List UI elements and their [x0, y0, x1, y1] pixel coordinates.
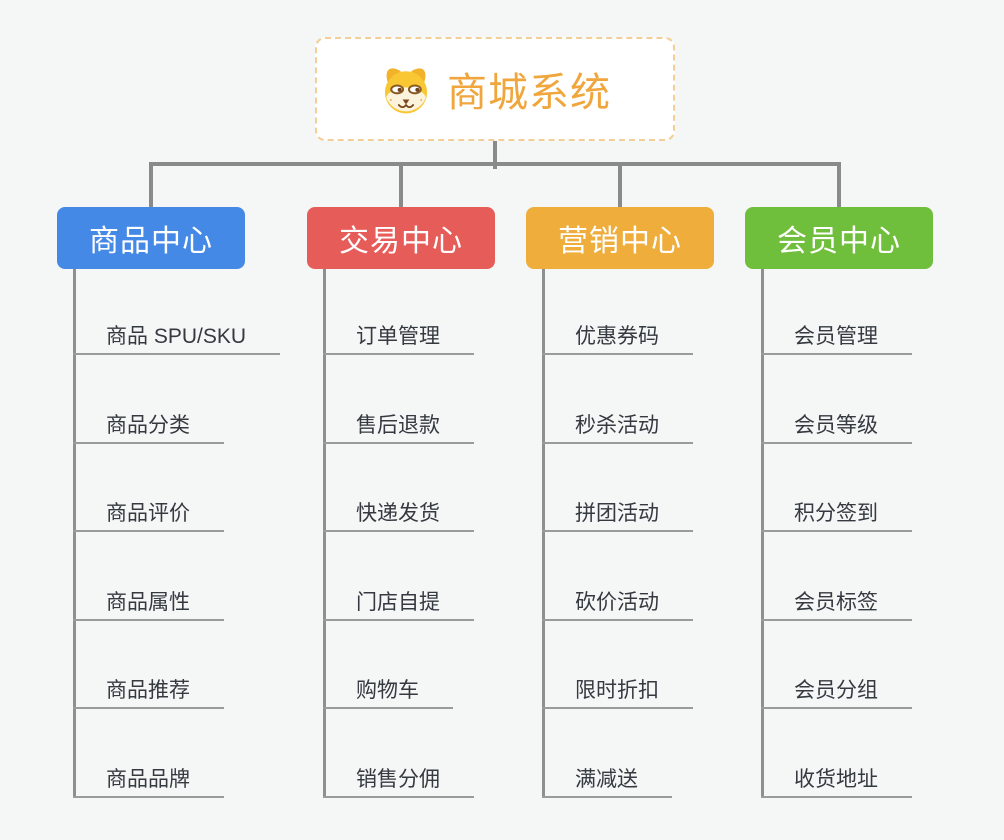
branch-item[interactable]: 拼团活动: [542, 488, 693, 532]
branch-spine: [323, 269, 326, 798]
branch-item[interactable]: 积分签到: [761, 488, 912, 532]
root-connector-stub: [493, 141, 497, 169]
branch-item[interactable]: 订单管理: [323, 311, 474, 355]
dog-face-icon: [384, 68, 428, 114]
branch-item[interactable]: 快递发货: [323, 488, 474, 532]
branch-item[interactable]: 门店自提: [323, 577, 474, 621]
branch-item[interactable]: 会员等级: [761, 400, 912, 444]
branch-product-center: 商品中心 商品 SPU/SKU 商品分类商品评价商品属性商品推荐商品品牌: [57, 207, 307, 798]
branch-item[interactable]: 秒杀活动: [542, 400, 693, 444]
branch-spine: [542, 269, 545, 798]
root-title: 商城系统: [447, 71, 611, 115]
branch-item[interactable]: 商品分类: [73, 400, 224, 444]
branch-item[interactable]: 商品属性: [73, 577, 224, 621]
branch-item[interactable]: 销售分佣: [323, 754, 474, 798]
branch-item[interactable]: 优惠券码: [542, 311, 693, 355]
branch-item[interactable]: 限时折扣: [542, 665, 693, 709]
branch-trade-center: 交易中心 订单管理售后退款快递发货门店自提购物车销售分佣: [307, 207, 557, 798]
trunk-connector: [149, 162, 841, 166]
branch-connector-marketing: [618, 162, 622, 208]
branch-item[interactable]: 满减送: [542, 754, 672, 798]
branch-header-trade[interactable]: 交易中心: [307, 207, 495, 269]
branch-header-member[interactable]: 会员中心: [745, 207, 933, 269]
branch-member-center: 会员中心 会员管理会员等级积分签到会员标签会员分组收货地址: [745, 207, 995, 798]
branch-item[interactable]: 砍价活动: [542, 577, 693, 621]
branch-item[interactable]: 商品 SPU/SKU: [73, 311, 281, 355]
branch-item[interactable]: 商品评价: [73, 488, 224, 532]
branch-item[interactable]: 购物车: [323, 665, 453, 709]
branch-connector-member: [837, 162, 841, 208]
branch-item[interactable]: 会员管理: [761, 311, 912, 355]
branch-item[interactable]: 会员标签: [761, 577, 912, 621]
branch-item[interactable]: 售后退款: [323, 400, 474, 444]
branch-connector-product: [149, 162, 153, 208]
branch-marketing-center: 营销中心 优惠券码秒杀活动拼团活动砍价活动限时折扣满减送: [526, 207, 776, 798]
branch-header-marketing[interactable]: 营销中心: [526, 207, 714, 269]
branch-spine: [73, 269, 76, 798]
branch-item[interactable]: 商品推荐: [73, 665, 224, 709]
branch-item[interactable]: 会员分组: [761, 665, 912, 709]
root-node[interactable]: 商城系统: [315, 37, 675, 141]
branch-header-product[interactable]: 商品中心: [57, 207, 245, 269]
branch-connector-trade: [399, 162, 403, 208]
branch-item[interactable]: 商品品牌: [73, 754, 224, 798]
branch-spine: [761, 269, 764, 798]
branch-item[interactable]: 收货地址: [761, 754, 912, 798]
